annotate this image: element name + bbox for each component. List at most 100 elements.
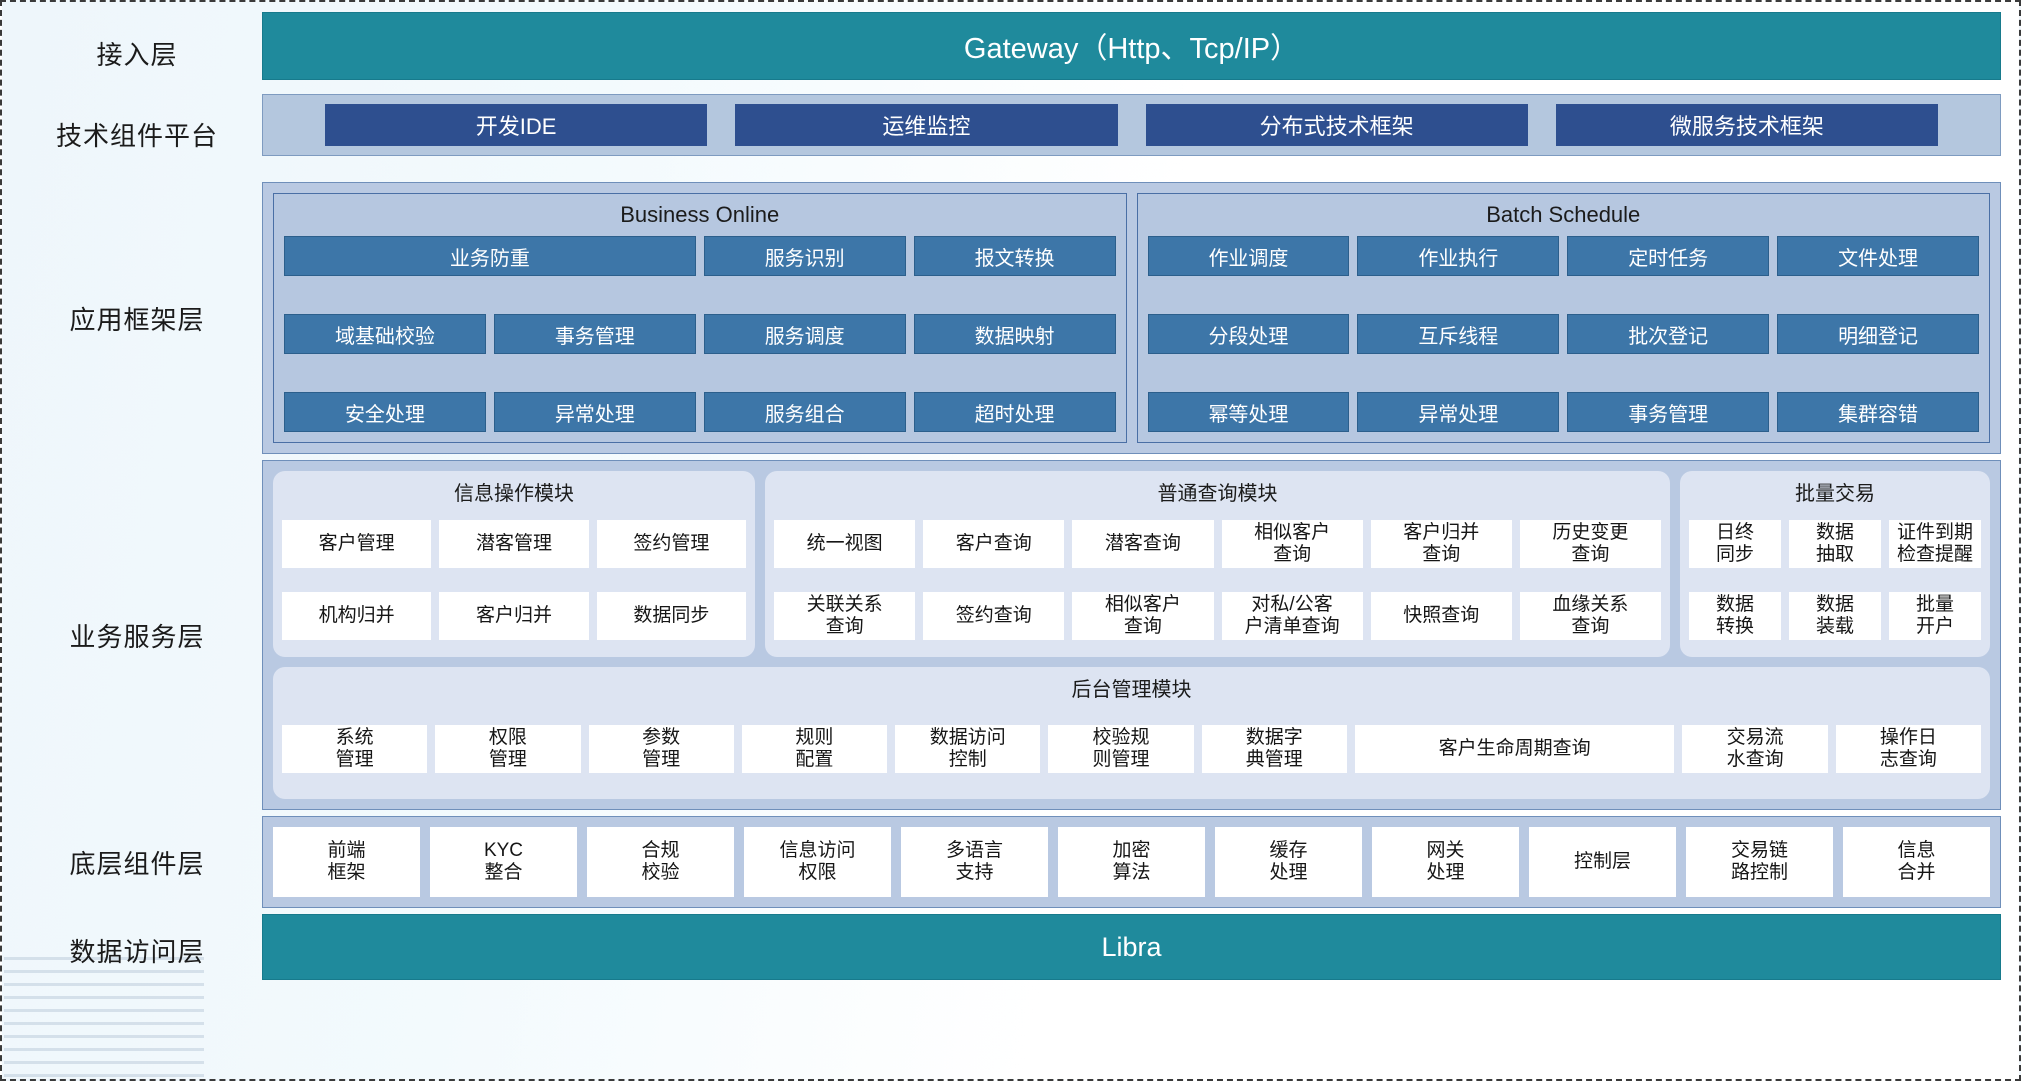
common-query-module-title: 普通查询模块 (1157, 483, 1278, 505)
cell-rule-config[interactable]: 规则 配置 (741, 724, 888, 774)
cell-contract-manage[interactable]: 签约管理 (596, 520, 746, 568)
layer-label-tech-platform: 技术组件平台 (55, 120, 218, 151)
cell-similar-customer-query-2[interactable]: 相似客户 查询 (1072, 591, 1214, 641)
cell-prospect-manage[interactable]: 潜客管理 (439, 520, 589, 568)
libra-bar: Libra (262, 914, 2001, 980)
chip-exception-process[interactable]: 异常处理 (493, 392, 696, 432)
chip-transaction-manage[interactable]: 事务管理 (493, 314, 696, 354)
base-component-row: 底层组件层 前端 框架 KYC 整合 合规 校验 信息访问 权限 多语言 支持 … (12, 816, 2001, 908)
cell-transaction-flow-query[interactable]: 交易流 水查询 (1682, 724, 1828, 774)
chip-service-dispatch[interactable]: 服务调度 (703, 314, 906, 354)
chip-message-transform[interactable]: 报文转换 (913, 236, 1116, 276)
tech-chip-ide[interactable]: 开发IDE (325, 104, 708, 146)
cell-compliance-validate[interactable]: 合规 校验 (587, 827, 734, 897)
batch-trade-module-title: 批量交易 (1795, 483, 1875, 505)
cell-private-public-customer-list-query[interactable]: 对私/公客 户清单查询 (1221, 591, 1363, 641)
cell-similar-customer-query[interactable]: 相似客户 查询 (1221, 519, 1363, 569)
cell-frontend-framework[interactable]: 前端 框架 (273, 827, 420, 897)
cell-data-sync[interactable]: 数据同步 (596, 592, 746, 640)
cell-system-manage[interactable]: 系统 管理 (282, 724, 428, 774)
cell-data-dictionary-manage[interactable]: 数据字 典管理 (1201, 724, 1347, 774)
layer-label-business-service: 业务服务层 (69, 621, 205, 652)
chip-data-mapping[interactable]: 数据映射 (913, 314, 1116, 354)
cell-history-change-query[interactable]: 历史变更 查询 (1519, 519, 1661, 569)
chip-idempotent-process[interactable]: 幂等处理 (1147, 392, 1350, 432)
cell-customer-query[interactable]: 客户查询 (923, 519, 1065, 569)
batch-schedule-panel: Batch Schedule 作业调度 作业执行 定时任务 文件处理 分段处理 … (1136, 193, 1990, 443)
cell-customer-lifecycle-query[interactable]: 客户生命周期查询 (1354, 724, 1675, 774)
cell-param-manage[interactable]: 参数 管理 (588, 724, 734, 774)
tech-chip-ops-monitor[interactable]: 运维监控 (735, 104, 1118, 146)
cell-info-access-permission[interactable]: 信息访问 权限 (744, 827, 891, 897)
chip-service-identify[interactable]: 服务识别 (703, 236, 906, 276)
business-online-panel: Business Online 业务防重 服务识别 报文转换 域基础校验 事务管… (273, 193, 1127, 443)
cell-permission-manage[interactable]: 权限 管理 (435, 724, 581, 774)
common-query-module: 普通查询模块 统一视图 客户查询 潜客查询 相似客户 查询 客户归并 查询 历史… (765, 471, 1670, 657)
layer-label-base-component: 底层组件层 (69, 848, 205, 879)
info-operation-module-title: 信息操作模块 (454, 483, 574, 505)
chip-business-dedup[interactable]: 业务防重 (284, 236, 696, 276)
cell-multilanguage-support[interactable]: 多语言 支持 (901, 827, 1048, 897)
chip-mutex-thread[interactable]: 互斥线程 (1357, 314, 1560, 354)
cell-eod-sync[interactable]: 日终 同步 (1689, 519, 1781, 569)
access-layer-row: 接入层 Gateway（Http、Tcp/IP） (12, 12, 2001, 94)
cell-kyc-integration[interactable]: KYC 整合 (430, 827, 577, 897)
cell-transaction-chain-control[interactable]: 交易链 路控制 (1686, 827, 1833, 897)
chip-detail-register[interactable]: 明细登记 (1777, 314, 1979, 354)
app-framework-panel: Business Online 业务防重 服务识别 报文转换 域基础校验 事务管… (262, 182, 2001, 454)
admin-module-title: 后台管理模块 (1071, 679, 1192, 701)
cell-customer-merge[interactable]: 客户归并 (439, 592, 589, 640)
cell-org-merge[interactable]: 机构归并 (282, 592, 432, 640)
business-service-panel: 信息操作模块 客户管理 潜客管理 签约管理 机构归并 客户归并 数据同步 普通查… (262, 460, 2001, 810)
chip-domain-base-validate[interactable]: 域基础校验 (284, 314, 486, 354)
cell-data-load[interactable]: 数据 装载 (1789, 591, 1881, 641)
chip-batch-transaction-manage[interactable]: 事务管理 (1567, 392, 1770, 432)
cell-info-merge[interactable]: 信息 合并 (1843, 827, 1990, 897)
cell-control-layer[interactable]: 控制层 (1529, 827, 1676, 897)
tech-chip-distributed-framework[interactable]: 分布式技术框架 (1145, 104, 1528, 146)
app-framework-row: 应用框架层 Business Online 业务防重 服务识别 报文转换 域基础… (12, 182, 2001, 454)
tech-chip-microservice-framework[interactable]: 微服务技术框架 (1555, 104, 1938, 146)
info-operation-module: 信息操作模块 客户管理 潜客管理 签约管理 机构归并 客户归并 数据同步 (273, 471, 755, 657)
cell-prospect-query[interactable]: 潜客查询 (1072, 519, 1214, 569)
cell-customer-manage[interactable]: 客户管理 (282, 520, 432, 568)
cell-relation-query[interactable]: 关联关系 查询 (774, 591, 916, 641)
chip-service-compose[interactable]: 服务组合 (703, 392, 906, 432)
cell-validation-rule-manage[interactable]: 校验规 则管理 (1048, 724, 1194, 774)
layer-label-access: 接入层 (96, 39, 178, 70)
chip-timeout-process[interactable]: 超时处理 (913, 392, 1116, 432)
cell-snapshot-query[interactable]: 快照查询 (1370, 591, 1512, 641)
chip-cluster-fault-tolerance[interactable]: 集群容错 (1777, 392, 1979, 432)
chip-batch-exception-process[interactable]: 异常处理 (1357, 392, 1560, 432)
cell-data-access-control[interactable]: 数据访问 控制 (895, 724, 1041, 774)
data-access-row: 数据访问层 Libra (12, 914, 2001, 986)
chip-timed-task[interactable]: 定时任务 (1567, 236, 1770, 276)
tech-component-bar: 开发IDE 运维监控 分布式技术框架 微服务技术框架 (262, 94, 2001, 156)
batch-schedule-title: Batch Schedule (1486, 202, 1641, 227)
cell-data-extract[interactable]: 数据 抽取 (1789, 519, 1881, 569)
chip-job-execute[interactable]: 作业执行 (1357, 236, 1560, 276)
business-service-row: 业务服务层 信息操作模块 客户管理 潜客管理 签约管理 机构归并 客户归并 数据… (12, 460, 2001, 810)
cell-encryption-algorithm[interactable]: 加密 算法 (1058, 827, 1205, 897)
cell-gateway-process[interactable]: 网关 处理 (1372, 827, 1519, 897)
cell-cert-expiry-reminder[interactable]: 证件到期 检查提醒 (1889, 519, 1981, 569)
base-component-panel: 前端 框架 KYC 整合 合规 校验 信息访问 权限 多语言 支持 加密 算法 … (262, 816, 2001, 908)
chip-file-process[interactable]: 文件处理 (1777, 236, 1979, 276)
tech-platform-row: 技术组件平台 开发IDE 运维监控 分布式技术框架 微服务技术框架 (12, 94, 2001, 174)
chip-segment-process[interactable]: 分段处理 (1147, 314, 1350, 354)
chip-job-schedule[interactable]: 作业调度 (1147, 236, 1350, 276)
cell-batch-account-open[interactable]: 批量 开户 (1889, 591, 1981, 641)
cell-lineage-query[interactable]: 血缘关系 查询 (1519, 591, 1661, 641)
cell-data-transform[interactable]: 数据 转换 (1689, 591, 1781, 641)
chip-batch-register[interactable]: 批次登记 (1567, 314, 1770, 354)
cell-customer-merge-query[interactable]: 客户归并 查询 (1370, 519, 1512, 569)
chip-security-process[interactable]: 安全处理 (284, 392, 486, 432)
cell-contract-query[interactable]: 签约查询 (923, 591, 1065, 641)
cell-cache-process[interactable]: 缓存 处理 (1215, 827, 1362, 897)
business-online-title: Business Online (620, 202, 780, 227)
cell-operation-log-query[interactable]: 操作日 志查询 (1835, 724, 1981, 774)
gateway-bar: Gateway（Http、Tcp/IP） (262, 12, 2001, 80)
cell-unified-view[interactable]: 统一视图 (774, 519, 916, 569)
layer-label-data-access: 数据访问层 (69, 936, 205, 967)
